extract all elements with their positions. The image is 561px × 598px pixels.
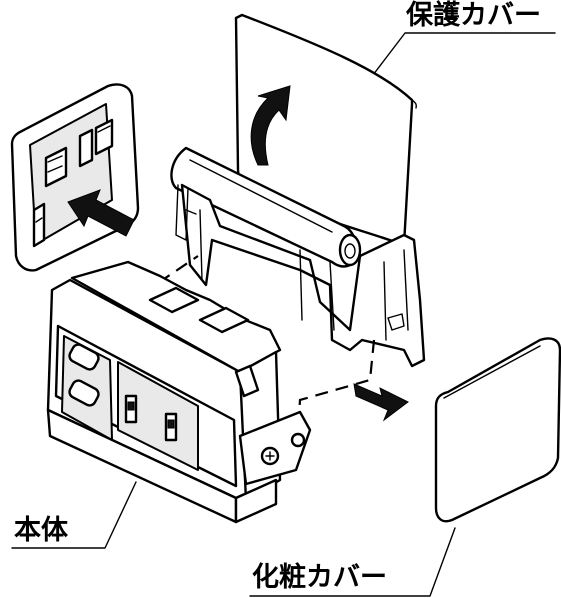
rotate-arrow-icon xyxy=(250,85,291,166)
main-body-top-details xyxy=(148,286,260,398)
push-arrow-icon xyxy=(67,189,135,237)
side-terminal xyxy=(238,410,312,486)
leader-protective-cover xyxy=(372,32,556,76)
outlet-slot-right-contact xyxy=(167,419,175,429)
usb-port-2 xyxy=(68,379,100,407)
label-leader-lines xyxy=(11,32,556,597)
outlet-slot-left-contact xyxy=(127,401,135,411)
usb-port-1 xyxy=(68,343,100,371)
guide-line-right xyxy=(296,339,376,431)
label-decorative-cover: 化粧カバー xyxy=(252,562,387,593)
pull-off-arrow-icon xyxy=(353,383,409,422)
protective-cover-edge xyxy=(411,99,417,109)
left-frame-part xyxy=(10,83,140,272)
leader-decorative-cover xyxy=(249,527,456,597)
decorative-cover-part xyxy=(434,337,561,523)
hinge-bar-end xyxy=(338,233,362,267)
frame-left-tab xyxy=(175,184,197,241)
main-body xyxy=(46,260,312,524)
label-protective-cover: 保護カバー xyxy=(406,0,541,31)
decorative-cover-panel xyxy=(434,337,561,523)
terminal-screw-slot xyxy=(265,451,275,461)
leader-main-body xyxy=(11,481,137,549)
hinge-bar-line xyxy=(189,159,333,233)
decorative-cover-edge xyxy=(443,345,541,399)
outlet-panel xyxy=(117,361,199,471)
label-main-body: 本体 xyxy=(14,515,68,546)
frame-screw xyxy=(387,313,405,331)
cover-mounting-frame xyxy=(180,183,426,368)
left-frame-clips xyxy=(32,118,114,248)
protective-cover xyxy=(170,13,426,368)
frame-detail-lines xyxy=(199,209,409,341)
main-body-base-side xyxy=(234,478,278,524)
terminal-screw-2 xyxy=(290,432,306,448)
left-frame-clip-details xyxy=(35,125,111,223)
hinge-bar-hole xyxy=(344,243,356,259)
